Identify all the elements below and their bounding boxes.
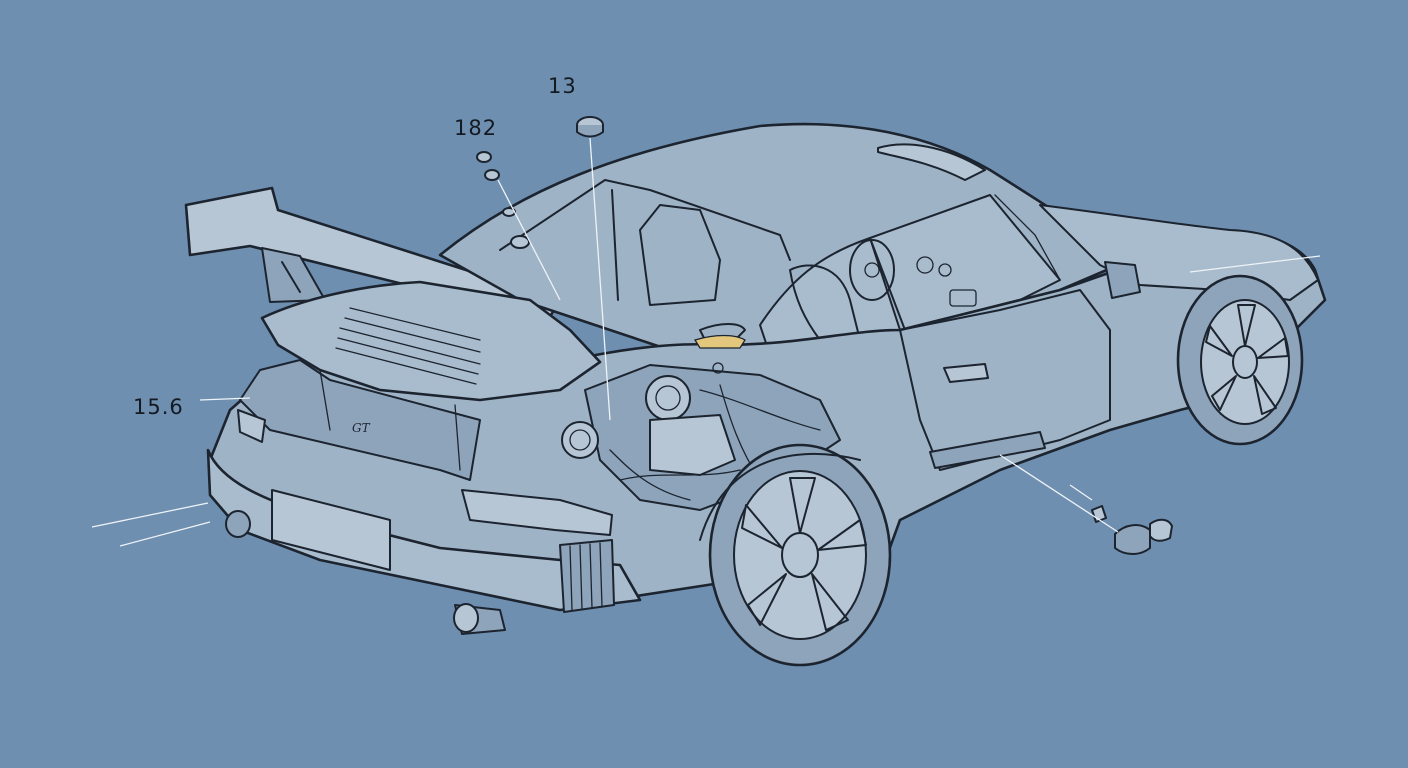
part-182-d <box>510 235 530 249</box>
part-cap <box>1114 524 1151 555</box>
part-182-a <box>476 151 492 163</box>
turbo <box>645 375 691 421</box>
part-plug <box>1149 518 1173 542</box>
door <box>899 289 1111 471</box>
exhaust-left <box>225 510 251 538</box>
front-wheel <box>1176 274 1304 446</box>
part-182-b <box>484 169 500 181</box>
callout-15-6: 15.6 <box>133 395 184 419</box>
rear-badge: GT <box>352 421 371 435</box>
rear-vents <box>559 539 615 613</box>
rear-wheel <box>699 443 892 667</box>
pulley <box>561 421 599 459</box>
tail-light-left <box>237 409 266 443</box>
license-plate <box>271 489 391 571</box>
sunroof <box>877 143 986 181</box>
cabin <box>438 122 1132 372</box>
engine-lid <box>260 280 602 402</box>
accent-part <box>693 334 746 349</box>
tail-light-right <box>461 489 613 536</box>
callout-13: 13 <box>548 74 577 98</box>
leader-lines <box>199 137 1321 533</box>
exploded-parts <box>476 116 1173 555</box>
mirror <box>1104 261 1141 299</box>
door-handle <box>943 363 989 383</box>
callout-182: 182 <box>454 116 497 140</box>
motion-lines <box>91 502 211 547</box>
side-sill <box>929 431 1046 469</box>
